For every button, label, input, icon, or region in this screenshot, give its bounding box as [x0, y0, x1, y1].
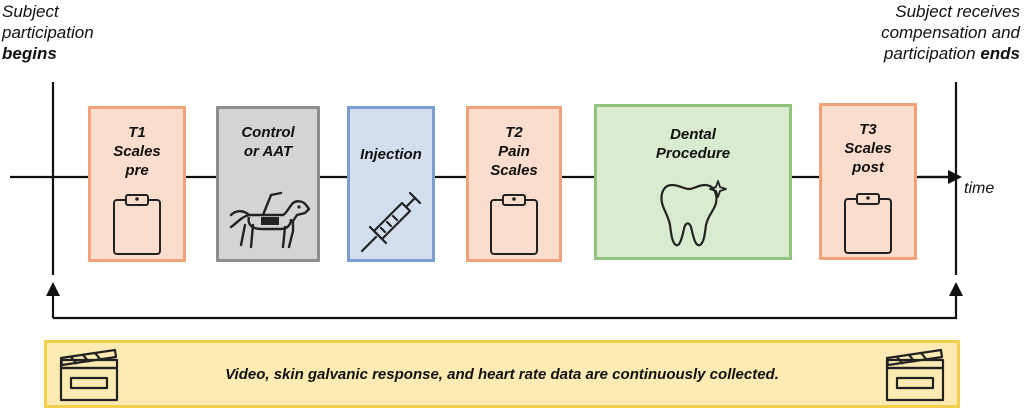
clipboard-icon [113, 194, 161, 255]
data-collection-banner: Video, skin galvanic response, and heart… [44, 340, 960, 408]
step-dental-procedure: Dental Procedure [594, 104, 792, 260]
tooth-icon [660, 180, 727, 247]
clapperboard-icon [885, 348, 945, 402]
syringe-icon [360, 191, 422, 253]
step-label: T3 Scales post [844, 121, 892, 176]
start-note-line2: participation [2, 23, 94, 42]
start-arrowhead [46, 282, 60, 296]
step-t3-scales-post: T3 Scales post [819, 103, 917, 260]
step-t1-scales-pre: T1 Scales pre [88, 106, 186, 262]
end-note: Subject receives compensation and partic… [881, 1, 1020, 64]
clipboard-icon [844, 193, 892, 254]
step-control-or-aat: Control or AAT [216, 106, 320, 262]
banner-text: Video, skin galvanic response, and heart… [225, 365, 779, 383]
step-label: T1 Scales pre [113, 124, 161, 179]
step-label: T2 Pain Scales [490, 124, 538, 179]
start-note-emphasis: begins [2, 44, 57, 63]
start-note: Subject participation begins [2, 1, 94, 64]
end-note-line2: compensation and [881, 23, 1020, 42]
end-note-line1: Subject receives [895, 2, 1020, 21]
clipboard-icon [490, 194, 538, 255]
time-axis-label: time [964, 180, 995, 197]
step-label: Dental Procedure [655, 126, 731, 162]
return-loop [53, 294, 958, 320]
step-injection: Injection [347, 106, 435, 262]
step-label: Injection [360, 146, 422, 163]
end-arrowhead [949, 282, 963, 296]
end-note-emphasis: ends [980, 44, 1020, 63]
step-t2-pain-scales: T2 Pain Scales [466, 106, 562, 262]
clapperboard-icon [59, 348, 119, 402]
step-label: Control or AAT [241, 124, 295, 160]
start-note-line1: Subject [2, 2, 59, 21]
end-note-line3: participation [883, 44, 981, 63]
service-dog-icon [229, 191, 311, 249]
